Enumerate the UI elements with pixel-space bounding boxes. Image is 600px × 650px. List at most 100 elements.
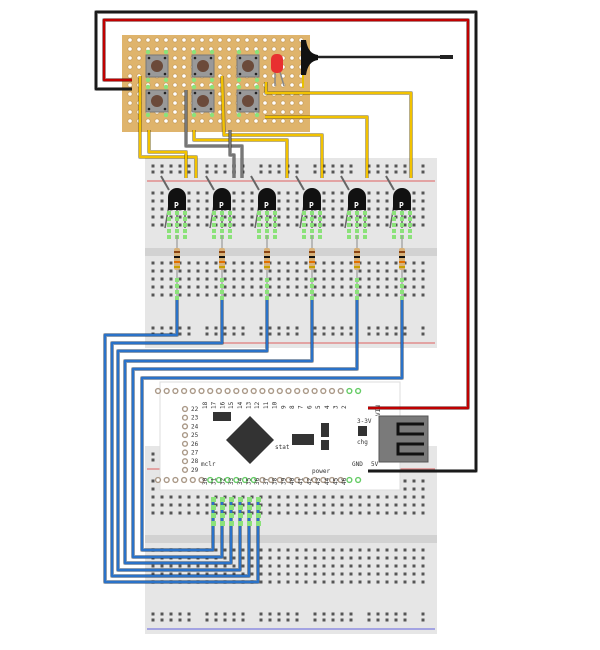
header-pin[interactable] (294, 387, 301, 395)
breadboard-hole (169, 612, 173, 616)
header-pin[interactable] (250, 476, 257, 484)
header-pin[interactable] (198, 476, 205, 484)
connected-hole (355, 290, 359, 294)
header-pin[interactable] (355, 387, 362, 395)
header-pin[interactable] (207, 476, 214, 484)
breadboard-hole (187, 511, 191, 515)
header-pin[interactable] (302, 387, 310, 395)
header-pin[interactable] (181, 423, 189, 430)
header-pin[interactable] (154, 387, 162, 395)
header-pin[interactable] (163, 476, 170, 484)
breadboard-hole (331, 170, 335, 174)
connected-hole (254, 84, 260, 90)
breadboard-hole (205, 170, 209, 174)
header-pin[interactable] (241, 387, 249, 395)
header-pin[interactable] (233, 476, 240, 484)
pushbutton[interactable] (236, 84, 260, 118)
breadboard-hole (394, 495, 398, 499)
header-pin[interactable] (328, 387, 336, 395)
header-pin[interactable] (355, 476, 362, 484)
header-pin[interactable] (189, 476, 196, 484)
pushbutton[interactable] (145, 49, 169, 83)
breadboard-hole (349, 269, 353, 273)
header-pin[interactable] (302, 476, 310, 484)
header-pin[interactable] (276, 387, 283, 395)
breadboard-hole (421, 503, 425, 507)
header-pin[interactable] (259, 387, 266, 395)
connected-hole (247, 497, 252, 502)
breadboard-hole (160, 199, 164, 203)
breadboard-hole (349, 572, 353, 576)
header-pin[interactable] (172, 476, 179, 484)
pushbutton-cap (197, 60, 209, 72)
header-pin[interactable] (233, 387, 240, 395)
header-pin[interactable] (294, 476, 301, 484)
connected-hole (254, 49, 260, 55)
resistor-band (399, 256, 405, 258)
breadboard-hole (322, 277, 326, 281)
header-pin[interactable] (320, 387, 327, 395)
header-pin[interactable] (224, 387, 231, 395)
header-pin[interactable] (346, 476, 353, 484)
header-pin[interactable] (207, 387, 214, 395)
breadboard-hole (376, 223, 380, 227)
header-pin[interactable] (241, 476, 249, 484)
header-pin[interactable] (189, 387, 196, 395)
header-pin[interactable] (163, 387, 170, 395)
header-pin[interactable] (328, 476, 336, 484)
header-pin[interactable] (181, 414, 189, 421)
header-pin[interactable] (181, 405, 189, 413)
header-pin[interactable] (259, 476, 266, 484)
header-pin[interactable] (285, 476, 292, 484)
header-pin[interactable] (311, 476, 318, 484)
breadboard-hole (160, 612, 164, 616)
header-pin[interactable] (311, 387, 318, 395)
pushbutton[interactable] (191, 49, 215, 83)
breadboard-hole (313, 215, 317, 219)
header-pin[interactable] (154, 476, 162, 484)
header-pin[interactable] (346, 387, 353, 395)
header-pin[interactable] (181, 449, 189, 456)
pushbutton[interactable] (236, 49, 260, 83)
breadboard-hole (331, 618, 335, 622)
connected-hole (236, 49, 242, 55)
breadboard-hole (160, 618, 164, 622)
breadboard-hole (304, 511, 308, 515)
breadboard-hole (385, 199, 389, 203)
header-pin[interactable] (268, 476, 275, 484)
header-pin[interactable] (320, 476, 327, 484)
breadboard-hole (313, 332, 317, 336)
header-pin[interactable] (181, 476, 188, 484)
resistor-body (174, 248, 180, 270)
header-pin[interactable] (215, 476, 223, 484)
wire-yellow (220, 75, 324, 178)
header-pin[interactable] (337, 476, 344, 484)
header-pin[interactable] (268, 387, 275, 395)
breadboard-hole (331, 580, 335, 584)
breadboard-hole (250, 199, 254, 203)
breadboard-hole (196, 285, 200, 289)
connected-hole (310, 278, 314, 282)
pushbutton[interactable] (145, 84, 169, 118)
header-pin[interactable] (181, 432, 189, 439)
header-pin[interactable] (337, 387, 344, 395)
header-pin[interactable] (285, 387, 292, 395)
connected-hole (220, 278, 224, 282)
header-pin[interactable] (172, 387, 179, 395)
header-pin[interactable] (215, 387, 223, 395)
breadboard-hole (151, 207, 155, 211)
header-pin[interactable] (181, 458, 189, 465)
transistor: P (295, 175, 322, 239)
breadboard-hole (196, 207, 200, 211)
breadboard-hole (241, 277, 245, 281)
header-pin[interactable] (250, 387, 257, 395)
header-pin[interactable] (224, 476, 231, 484)
header-pin[interactable] (181, 387, 188, 395)
header-pin[interactable] (181, 440, 189, 447)
resistor-band (399, 251, 405, 253)
pushbutton[interactable] (191, 84, 215, 118)
header-pin[interactable] (181, 466, 189, 474)
connected-hole (256, 521, 261, 526)
header-pin[interactable] (198, 387, 205, 395)
header-pin[interactable] (276, 476, 283, 484)
